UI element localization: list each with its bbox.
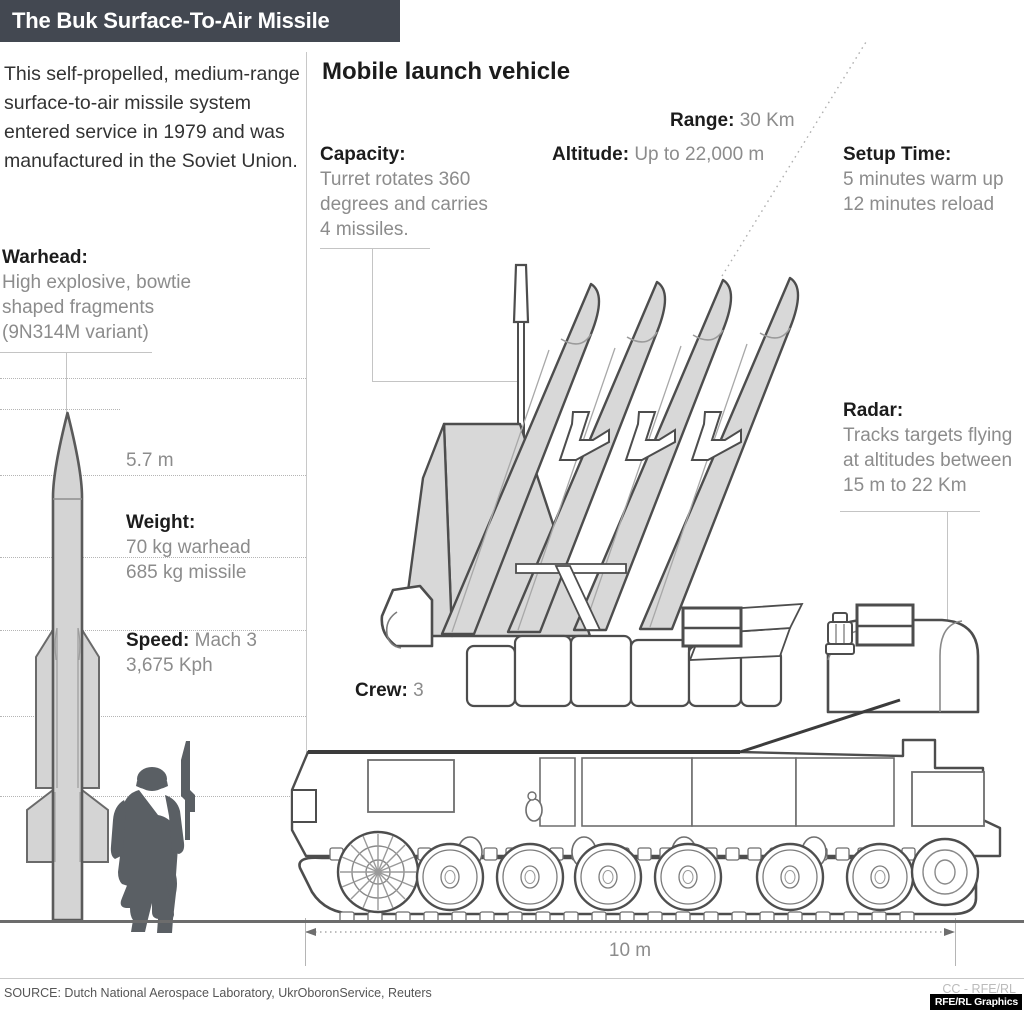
intro-paragraph: This self-propelled, medium-range surfac…: [4, 63, 300, 172]
setup-time-block: Setup Time: 5 minutes warm up 12 minutes…: [843, 142, 1024, 217]
warhead-line-2: shaped fragments: [2, 297, 155, 318]
guard-rails: [681, 603, 915, 648]
left-panel: This self-propelled, medium-range surfac…: [0, 50, 306, 960]
turret-base: [380, 584, 434, 649]
weight-block: Weight: 70 kg warhead 685 kg missile: [126, 510, 326, 585]
missile-height-label: 5.7 m: [126, 450, 174, 471]
capacity-line-3: 4 missiles.: [320, 219, 409, 240]
road-wheel-4: [653, 842, 723, 912]
radar-leader-horizontal: [840, 511, 980, 512]
track-assembly: [298, 830, 980, 923]
speed-value: Mach 3: [194, 630, 257, 651]
crew-line: Crew: 3: [355, 678, 515, 703]
weight-heading: Weight:: [126, 512, 196, 533]
vehicle-scale-bar: [305, 928, 955, 936]
capacity-line-2: degrees and carries: [320, 194, 488, 215]
header-bar: The Buk Surface-To-Air Missile: [0, 0, 400, 42]
radar-line-1: Tracks targets flying: [843, 425, 1013, 446]
buk-launch-vehicle: [290, 263, 1002, 923]
vehicle-hull: [290, 698, 1002, 858]
footer-divider: [0, 978, 1024, 979]
rail-crossbars: [515, 563, 627, 631]
antenna-mast: [512, 263, 530, 623]
range-block: Range: 30 Km: [670, 108, 930, 133]
altitude-line: Altitude: Up to 22,000 m: [552, 142, 882, 167]
speed-block: Speed: Mach 3 3,675 Kph: [126, 628, 326, 678]
speed-line-2: 3,675 Kph: [126, 655, 213, 676]
speed-first-line: Speed: Mach 3: [126, 628, 326, 653]
speed-heading: Speed:: [126, 630, 190, 651]
vehicle-length-label: 10 m: [608, 940, 652, 961]
launcher-rails: [400, 422, 592, 638]
radar-block: Radar: Tracks targets flying at altitude…: [843, 398, 1024, 498]
gridline-57m: [0, 409, 120, 410]
road-wheel-1: [415, 842, 485, 912]
launcher-missiles: [440, 276, 800, 636]
warhead-heading: Warhead:: [2, 247, 88, 268]
drive-sprocket: [336, 830, 420, 914]
warhead-block: Warhead: High explosive, bowtie shaped f…: [2, 245, 292, 345]
capacity-line-1: Turret rotates 360: [320, 169, 471, 190]
idler-wheel: [910, 837, 980, 907]
crew-value: 3: [413, 680, 424, 701]
capacity-block: Capacity: Turret rotates 360 degrees and…: [320, 142, 520, 242]
range-heading: Range:: [670, 110, 735, 131]
setup-time-line-1: 5 minutes warm up: [843, 169, 1004, 190]
panel-divider: [306, 52, 307, 807]
optical-sight: [825, 612, 855, 655]
turret-deck-panels: [688, 602, 804, 661]
section-title: Mobile launch vehicle: [322, 58, 571, 85]
credit-text: CC - RFE/RL: [942, 982, 1016, 996]
altitude-value: Up to 22,000 m: [634, 144, 765, 165]
source-text: SOURCE: Dutch National Aerospace Laborat…: [4, 986, 432, 1000]
road-wheel-5: [755, 842, 825, 912]
capacity-leader-vertical: [372, 248, 373, 381]
warhead-leader-vertical: [66, 352, 67, 414]
range-line: Range: 30 Km: [670, 108, 930, 133]
altitude-block: Altitude: Up to 22,000 m: [552, 142, 882, 167]
scale-tick-left: [305, 918, 306, 966]
rail-brackets: [558, 411, 742, 461]
radar-line-2: at altitudes between: [843, 450, 1013, 471]
road-wheel-6: [845, 842, 915, 912]
road-wheel-2: [495, 842, 565, 912]
radar-heading: Radar:: [843, 400, 904, 421]
warhead-line-1: High explosive, bowtie: [2, 272, 192, 293]
radar-leader-vertical: [947, 511, 948, 621]
altitude-heading: Altitude:: [552, 144, 630, 165]
rfe-rl-graphics-badge: RFE/RL Graphics: [929, 994, 1022, 1010]
crew-block: Crew: 3: [355, 678, 515, 703]
weight-line-1: 70 kg warhead: [126, 537, 251, 558]
scale-tick-right: [955, 918, 956, 966]
road-wheel-3: [573, 842, 643, 912]
warhead-line-3: (9N314M variant): [2, 322, 149, 343]
range-value: 30 Km: [739, 110, 795, 131]
warhead-leader-horizontal: [0, 352, 152, 353]
page-title: The Buk Surface-To-Air Missile: [12, 8, 330, 33]
radar-dome: [826, 618, 980, 714]
ground-line: [0, 920, 1024, 923]
setup-time-line-2: 12 minutes reload: [843, 194, 995, 215]
crew-heading: Crew:: [355, 680, 408, 701]
setup-time-heading: Setup Time:: [843, 144, 952, 165]
capacity-leader-horizontal-2: [372, 381, 518, 382]
capacity-leader-horizontal: [320, 248, 430, 249]
capacity-heading: Capacity:: [320, 144, 406, 165]
weight-line-2: 685 kg missile: [126, 562, 247, 583]
radar-line-3: 15 m to 22 Km: [843, 475, 967, 496]
